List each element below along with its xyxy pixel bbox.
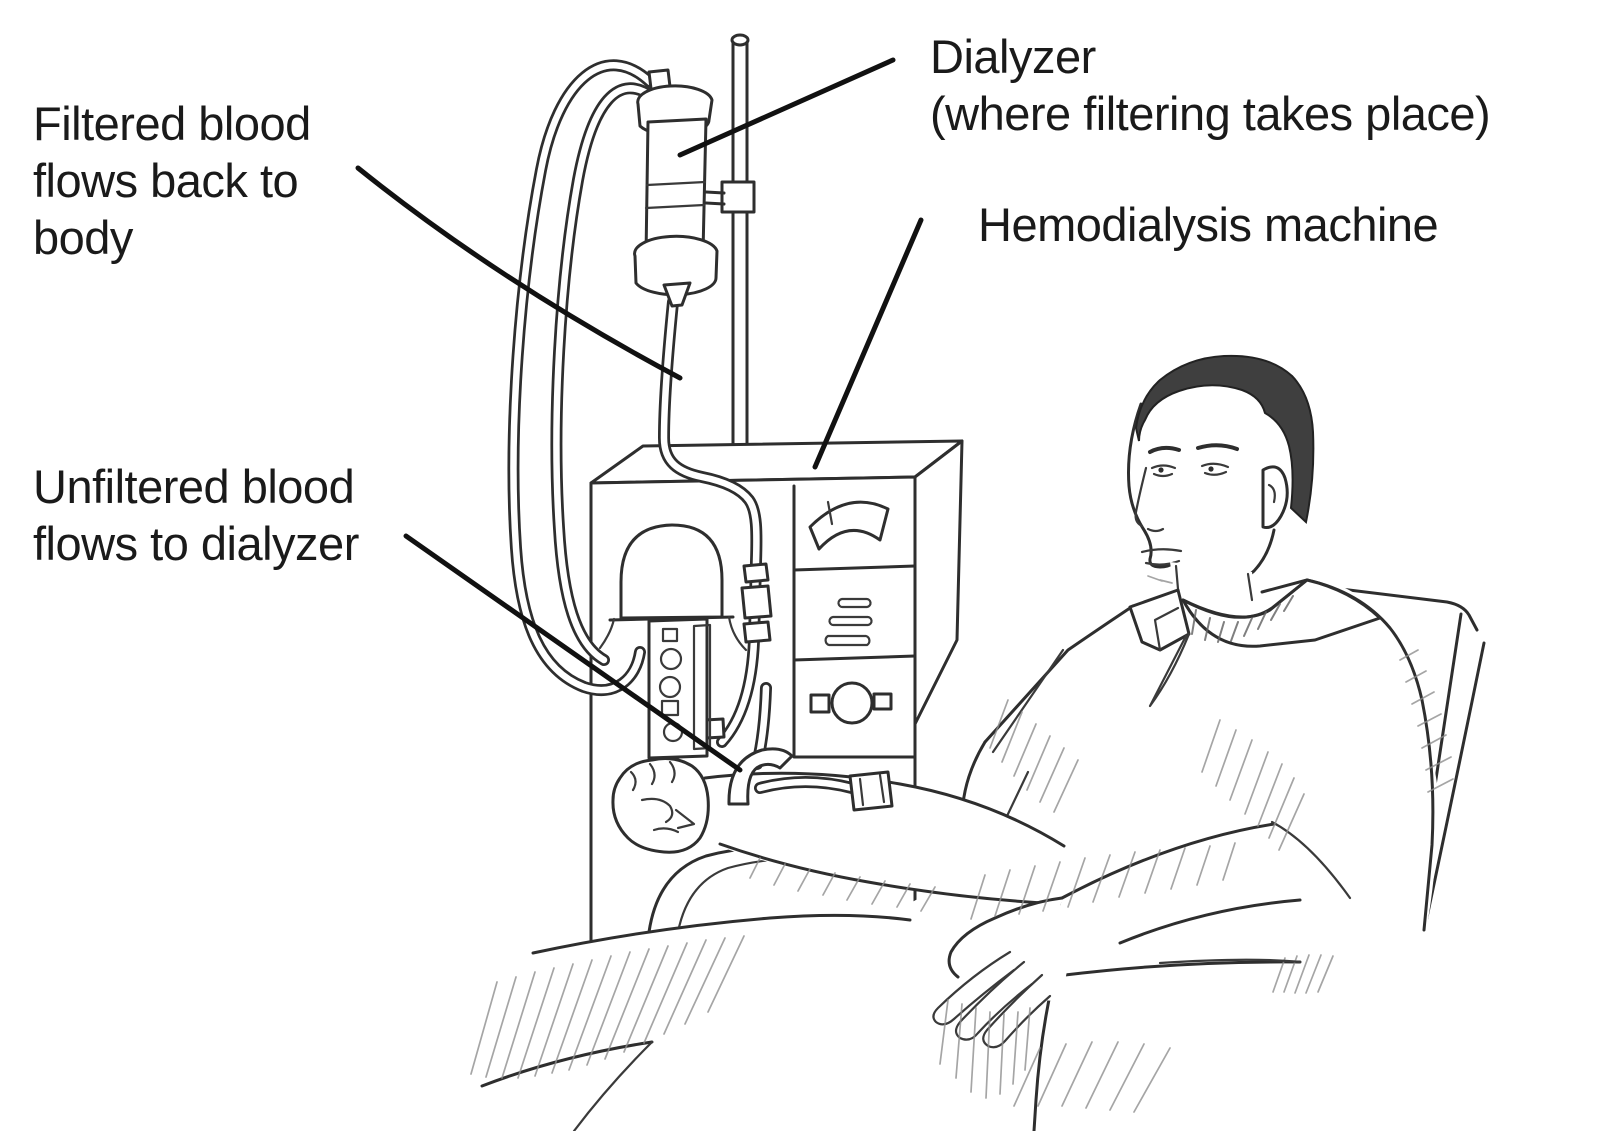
label-line: (where filtering takes place) (930, 87, 1491, 140)
label-line: Dialyzer (930, 30, 1096, 83)
iv-pole (730, 33, 750, 454)
label-hemodialysis-machine: Hemodialysis machine (978, 196, 1439, 253)
patient-left-hand-fist (611, 757, 710, 854)
label-line: Hemodialysis machine (978, 198, 1439, 251)
patient-illustration (470, 354, 1454, 1131)
patient-mouth (1140, 548, 1183, 566)
dialyzer-illustration (633, 68, 756, 308)
label-line: flows to dialyzer (33, 517, 359, 570)
patient-eyebrows (1148, 443, 1239, 454)
patient-eyes (1150, 462, 1230, 478)
machine-control-panel (792, 475, 917, 759)
patient-legs (480, 913, 1302, 1131)
patient-right-arm (932, 820, 1352, 1049)
leader-unfiltered-blood (403, 533, 743, 773)
patient-neck-collar (1128, 562, 1382, 708)
pole-clamp (720, 180, 756, 214)
tubing (507, 59, 773, 770)
label-unfiltered-blood: Unfiltered blood flows to dialyzer (33, 458, 359, 572)
label-line: Filtered blood (33, 97, 311, 150)
patient-hair (1134, 354, 1315, 524)
label-filtered-blood: Filtered blood flows back to body (33, 95, 311, 266)
patient-nose (1134, 466, 1165, 533)
label-dialyzer: Dialyzer (where filtering takes place) (930, 28, 1491, 142)
leader-lines (355, 57, 924, 773)
dialyzer-bottom-port (662, 281, 692, 308)
panel-button-left (809, 693, 831, 714)
leader-filtered-blood (355, 165, 683, 381)
machine-side-face (913, 439, 964, 726)
gauge-needle (826, 500, 834, 526)
leader-dialyzer (677, 57, 896, 158)
vent-slots (824, 597, 873, 647)
label-line: body (33, 211, 133, 264)
machine-pump-module (598, 523, 748, 760)
tube-wrist-guard (727, 747, 794, 806)
panel-knob (830, 681, 874, 725)
patient-head (1126, 354, 1315, 589)
access-connector (848, 770, 894, 812)
blood-access-site (727, 747, 894, 812)
collar-left-flap (1128, 588, 1191, 652)
dialyzer-bottom-cap (633, 234, 719, 297)
label-line: flows back to (33, 154, 299, 207)
label-line: Unfiltered blood (33, 460, 355, 513)
pump-arch (619, 523, 724, 620)
patient-left-forearm (699, 771, 1092, 907)
pencil-shading (470, 649, 1454, 1113)
leader-hemodialysis-machine (812, 217, 924, 470)
panel-button-right (872, 692, 893, 711)
